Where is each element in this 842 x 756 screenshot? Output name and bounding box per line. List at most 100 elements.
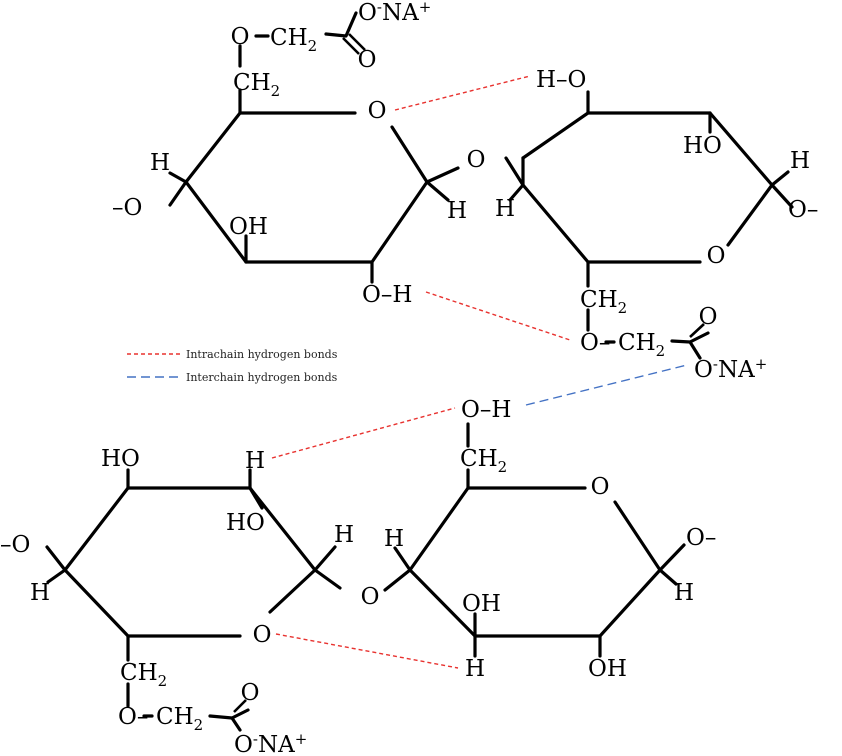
ring3-c6-ch2: CH2 xyxy=(120,660,167,690)
ring3-bond-c1-o xyxy=(268,568,317,614)
ring3-ch-subscript: 2 xyxy=(194,716,204,734)
ring2-ether-oxygen: O– xyxy=(580,330,610,356)
ring2-carbonyl-oxygen: O xyxy=(699,304,718,330)
ring3-c6-ch-text: CH xyxy=(120,660,158,686)
ring2-c3-hydroxyl: HO xyxy=(683,133,722,159)
ring4-c1-o-bond xyxy=(658,543,686,572)
ring3-carbonyl-oxygen: O xyxy=(241,680,260,706)
ring2-ring-bonds-lower xyxy=(521,156,702,264)
ring4-ring-bonds xyxy=(408,486,662,638)
ring3-co-double-1 xyxy=(233,699,247,713)
ring4-c4-o-bond xyxy=(383,568,412,592)
ring1-co-double-2 xyxy=(348,33,366,51)
ring1-ch-subscript: 2 xyxy=(308,37,318,55)
ring2-c4-hydrogen: H xyxy=(495,196,515,222)
ring3-c1-hydrogen: H xyxy=(334,522,354,548)
ring1-co-double-1 xyxy=(342,37,360,55)
ring1-glycosidic-oxygen-left: –O xyxy=(112,195,142,221)
ring4-c6-hydroxyl: O–H xyxy=(461,397,511,423)
ring1-c4-hydrogen: H xyxy=(150,150,170,176)
ring3-c5-hydrogen: H xyxy=(30,580,50,606)
ring3-carboxylate-o: O xyxy=(234,732,253,756)
ring2-ch-subscript: 2 xyxy=(656,342,666,360)
ring1-carboxyl-bond xyxy=(324,11,358,38)
ring3-sodium: NA xyxy=(258,732,295,756)
ring1-sodium: NA xyxy=(382,0,419,26)
ring3-c2-hydroxyl: HO xyxy=(226,510,265,536)
ring1-ring-bonds xyxy=(184,111,429,264)
ring3-ring-oxygen: O xyxy=(253,622,272,648)
ring2-sodium: NA xyxy=(718,357,755,383)
ring4-c6-ch2: CH2 xyxy=(460,446,507,476)
ring2-ring-oxygen: O xyxy=(707,243,726,269)
ring2-glycosidic-oxygen-right: O– xyxy=(788,197,818,223)
ring1-c4-h-bond xyxy=(168,171,188,184)
ring-1: O O CH2 O-NA+ O CH2 H –O OH O–H O H xyxy=(112,0,485,308)
hydrogen-bonds xyxy=(271,75,688,669)
ring2-co-double-1 xyxy=(689,323,705,338)
ring4-glycosidic-oxygen-right: O– xyxy=(686,525,716,551)
ring4-c3-hydroxyl: OH xyxy=(462,591,501,617)
ring1-carboxymethyl-ch2: CH2 xyxy=(270,25,317,55)
ring3-c2-oh-bond xyxy=(248,486,264,510)
ring3-c5-h-bond xyxy=(46,568,67,584)
ring1-c6-ch-text: CH xyxy=(233,70,271,96)
ring2-c1-h-bond xyxy=(770,170,790,187)
ring3-c1-h-bond xyxy=(313,545,337,572)
ring4-c3-hydrogen: H xyxy=(465,656,485,682)
ring3-c2-hydrogen: H xyxy=(245,448,265,474)
ring1-c4-o-bond xyxy=(168,180,188,207)
legend-inter-label: Interchain hydrogen bonds xyxy=(186,371,338,384)
ring4-c6-ch-subscript: 2 xyxy=(498,458,508,476)
legend: Intrachain hydrogen bonds Interchain hyd… xyxy=(127,348,338,384)
ring2-c6-ch2: CH2 xyxy=(580,287,627,317)
ring2-c2-hydroxyl: H–O xyxy=(536,67,586,93)
ring3-ether-oxygen: O– xyxy=(118,704,148,730)
ring3-ring-bonds-upper xyxy=(126,486,317,572)
ring-3: HO H HO H O –O H CH2 O– CH2 O O-NA+ xyxy=(0,446,354,756)
ring1-carboxylate-o: O xyxy=(358,0,377,26)
ring1-carboxylate-group: O-NA+ xyxy=(358,0,431,26)
ring1-c6-ch-subscript: 2 xyxy=(271,82,281,100)
ring2-carboxymethyl-ch2: CH2 xyxy=(618,330,665,360)
bridging-glycosidic-oxygen: O xyxy=(361,584,380,610)
ring2-bond-left xyxy=(504,156,525,187)
ring2-c1-o-bond xyxy=(770,183,794,209)
intrachain-hbond-3 xyxy=(271,407,456,459)
ring4-c6-ch-text: CH xyxy=(460,446,498,472)
ring1-ch-text: CH xyxy=(270,25,308,51)
ring3-glycosidic-oxygen-left: –O xyxy=(0,532,30,558)
ring4-c4-hydrogen: H xyxy=(384,526,404,552)
legend-intra-label: Intrachain hydrogen bonds xyxy=(186,348,338,361)
ring2-ring-bonds-upper xyxy=(521,111,774,247)
ring2-ch-text: CH xyxy=(618,330,656,356)
ring-2: H–O HO H O– O H CH2 O– CH2 O O-NA+ xyxy=(495,67,818,383)
ring1-c1-o-bond xyxy=(425,166,460,184)
ring3-c4-hydroxyl: HO xyxy=(101,446,140,472)
interchain-hbond-1 xyxy=(525,364,688,406)
intrachain-hbond-2 xyxy=(425,291,571,341)
ring2-carboxylate-minus: - xyxy=(713,355,718,373)
ring-4: O–H CH2 O H OH H OH O– H xyxy=(383,397,716,682)
ring4-c1-hydrogen: H xyxy=(674,580,694,606)
ring2-co-minus-bond xyxy=(688,340,702,360)
ring2-c4-h-bond xyxy=(508,183,525,202)
ring3-co-minus-bond xyxy=(230,716,242,732)
ring4-c1-h-bond xyxy=(658,568,678,586)
ring3-carboxymethyl-ch2: CH2 xyxy=(156,704,203,734)
ring3-sodium-plus: + xyxy=(295,730,308,748)
ring3-ring-bonds-lower xyxy=(63,486,242,638)
ring4-ring-oxygen: O xyxy=(591,474,610,500)
ring3-c5-o-bond xyxy=(45,545,67,572)
ring4-c2-hydroxyl: OH xyxy=(588,656,627,682)
ring3-carboxylate-minus: - xyxy=(253,730,258,748)
ring1-c1-h-bond xyxy=(425,180,450,202)
ring2-c6-ch-text: CH xyxy=(580,287,618,313)
ring1-sodium-plus: + xyxy=(419,0,432,16)
ring1-carbonyl-oxygen: O xyxy=(358,47,377,73)
ring3-carboxyl-bond xyxy=(208,708,250,720)
ring2-c6-ch-subscript: 2 xyxy=(618,299,628,317)
intrachain-hbond-1 xyxy=(394,75,531,111)
ring1-c1-hydrogen: H xyxy=(447,198,467,224)
